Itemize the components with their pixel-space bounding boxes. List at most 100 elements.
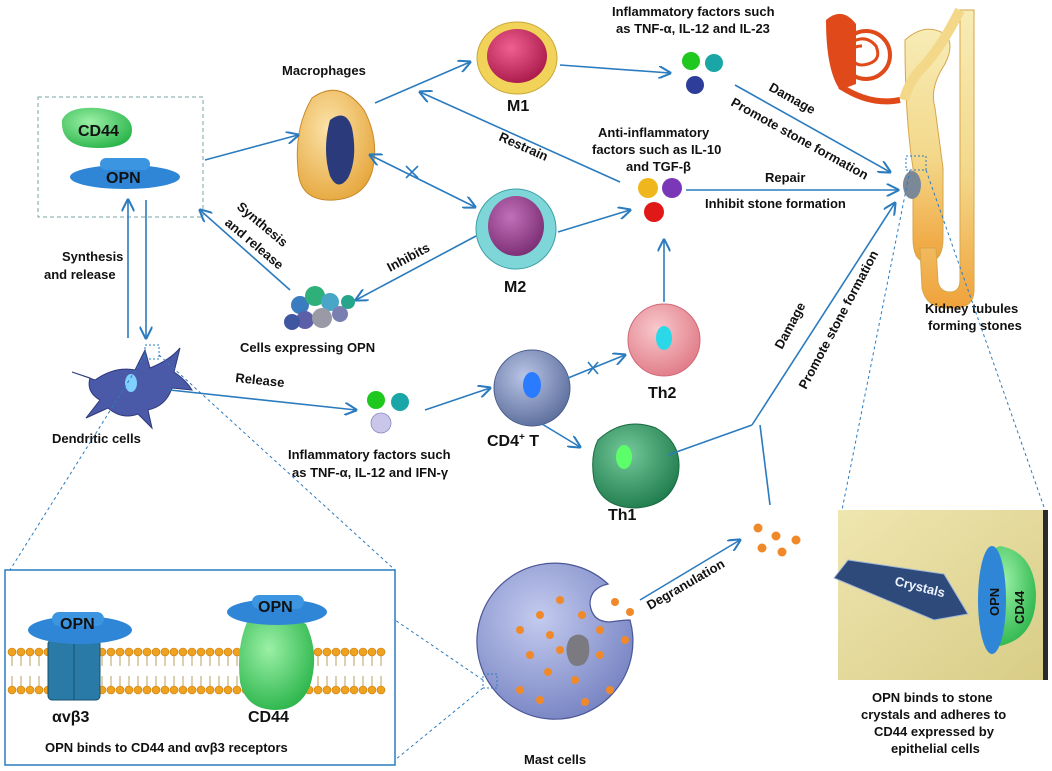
- arrow-mast-degranulation: [639, 540, 740, 601]
- lipid-head: [205, 685, 215, 695]
- lipid-head: [124, 685, 134, 695]
- lipid-head: [7, 647, 17, 657]
- lipid-head: [25, 647, 35, 657]
- dendritic-cell: [71, 347, 193, 430]
- inflam-top-line2: as TNF-α, IL-12 and IL-23: [616, 21, 770, 36]
- cells-expressing-opn-label: Cells expressing OPN: [240, 340, 375, 355]
- arrow-cells-to-opn: [200, 210, 291, 291]
- arrow-macrophage-to-m1: [374, 62, 470, 104]
- th1-nucleus: [616, 445, 632, 469]
- lipid-head: [358, 647, 368, 657]
- zoom-line-dc-left: [9, 354, 146, 571]
- lipid-head: [376, 647, 386, 657]
- zoom-line-mast-top: [394, 619, 484, 681]
- damage-top-label: Damage: [767, 80, 819, 118]
- lipid-head: [169, 647, 179, 657]
- arrow-cd4-to-th2: [567, 355, 625, 379]
- restrain-label: Restrain: [497, 129, 551, 164]
- opn-on-cd44-top: [252, 595, 304, 609]
- mast-zoom-box: [482, 673, 498, 689]
- cd44-crystal-label: CD44: [1012, 590, 1027, 624]
- cd44-label: CD44: [78, 123, 119, 140]
- zoom-line-kidney-left: [841, 169, 911, 511]
- cd44-shape: [61, 107, 132, 148]
- lipid-head: [25, 685, 35, 695]
- th1-label: Th1: [608, 507, 637, 524]
- lipid-head: [151, 647, 161, 657]
- opn-cd44-box: [37, 96, 204, 218]
- mast-cell: [476, 562, 634, 720]
- cd44-receptor-label: CD44: [248, 709, 289, 726]
- lipid-head: [196, 647, 206, 657]
- promote-mid-label: Promote stone formation: [795, 248, 881, 392]
- anti-line1: Anti-inflammatory: [598, 125, 710, 140]
- opn-shape-top: [100, 158, 150, 170]
- zoom-line-mast-bottom: [394, 687, 484, 761]
- lipid-head: [196, 685, 206, 695]
- lipid-head: [124, 647, 134, 657]
- crystal-photo-dark-edge: [1043, 510, 1048, 680]
- macrophage-nucleus: [326, 115, 355, 185]
- arrow-anti-to-m1-restrain: [420, 92, 621, 183]
- opn-receptor-b-label: OPN: [258, 599, 293, 616]
- inflam-top-line1: Inflammatory factors such: [612, 4, 775, 19]
- lipid-head: [232, 685, 242, 695]
- arrow-macrophage-to-m2: [370, 155, 475, 207]
- arrow-merge-to-kidney: [751, 203, 895, 426]
- opn-receptor-a-label: OPN: [60, 616, 95, 633]
- arrow-granules-to-merge: [759, 424, 771, 506]
- lipid-head: [7, 685, 17, 695]
- lipid-head: [223, 647, 233, 657]
- kidney-tubule-illustration: [826, 7, 975, 309]
- lipid-head: [340, 647, 350, 657]
- cells-expressing-opn-cluster: [284, 286, 355, 330]
- lipid-head: [331, 647, 341, 657]
- and-release-left-label: and release: [44, 267, 116, 282]
- opn-crystal-label: OPN: [987, 588, 1002, 616]
- stone-crystal: [833, 559, 969, 621]
- m1-label: M1: [507, 98, 529, 115]
- mast-cell-granules: [516, 596, 634, 706]
- zoom-line-dc-right: [158, 354, 396, 571]
- right-caption-line4: epithelial cells: [891, 741, 980, 756]
- lipid-head: [151, 685, 161, 695]
- lipid-head: [376, 685, 386, 695]
- th1-cell: [592, 423, 680, 509]
- right-caption-line1: OPN binds to stone: [872, 690, 993, 705]
- lipid-head: [367, 685, 377, 695]
- avb3-label: αvβ3: [52, 709, 90, 726]
- right-caption-line2: crystals and adheres to: [861, 707, 1006, 722]
- lipid-head: [349, 647, 359, 657]
- lipid-head: [367, 647, 377, 657]
- lipid-head: [142, 685, 152, 695]
- inflam-bottom-line1: Inflammatory factors such: [288, 447, 451, 462]
- cross-mark-m2: [405, 165, 419, 179]
- mast-cells-label: Mast cells: [524, 752, 586, 767]
- m1-cell: [487, 29, 547, 83]
- synthesis-left-label: Synthesis: [62, 249, 123, 264]
- lipid-head: [214, 685, 224, 695]
- lipid-head: [313, 685, 323, 695]
- inflammatory-factors-top-cluster: [682, 52, 723, 94]
- anti-line3: and TGF-β: [626, 159, 691, 174]
- arrow-factors-to-kidney-damage: [734, 84, 890, 172]
- lipid-head: [106, 685, 116, 695]
- lipid-head: [187, 647, 197, 657]
- lipid-head: [16, 685, 26, 695]
- lipid-head: [358, 685, 368, 695]
- macrophages-label: Macrophages: [282, 63, 366, 78]
- lipid-head: [34, 647, 44, 657]
- m2-cell: [488, 196, 544, 256]
- lipid-head: [331, 685, 341, 695]
- lipid-head: [223, 685, 233, 695]
- arrow-m2-to-cells: [356, 235, 477, 300]
- opn-shape: [70, 165, 180, 189]
- lipid-head: [34, 685, 44, 695]
- arrow-cd4-to-th1: [541, 423, 580, 447]
- bottom-caption: OPN binds to CD44 and αvβ3 receptors: [45, 740, 288, 755]
- cd4-t-label: CD4+ T: [487, 432, 539, 450]
- inflammatory-factors-bottom-cluster: [367, 391, 409, 434]
- released-granules: [753, 523, 801, 557]
- inhibit-stone-label: Inhibit stone formation: [705, 196, 846, 211]
- lipid-head: [133, 647, 143, 657]
